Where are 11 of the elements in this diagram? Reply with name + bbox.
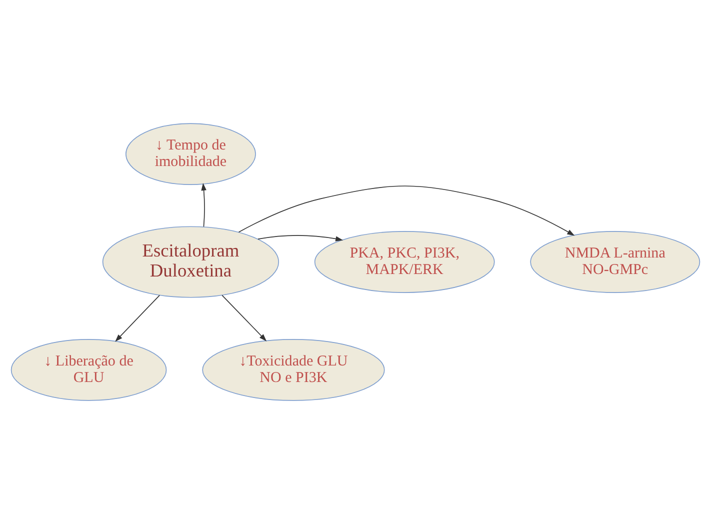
node-ellipse: ↓Toxicidade GLU NO e PI3K [202, 338, 385, 400]
node-ellipse: PKA, PKC, PI3K, MAPK/ERK [314, 230, 495, 292]
arrow [201, 182, 206, 227]
arrow [258, 234, 344, 241]
node-ellipse: Escitalopram Duloxetina [102, 226, 280, 298]
node-ellipse: ↓ Liberação de GLU [10, 338, 167, 400]
arrow [115, 294, 160, 342]
node-ellipse: NMDA L-arnina NO-GMPc [530, 230, 700, 292]
arrow [222, 294, 267, 341]
node-ellipse: ↓ Tempo de imobilidade [126, 122, 256, 184]
arrow [238, 185, 575, 236]
